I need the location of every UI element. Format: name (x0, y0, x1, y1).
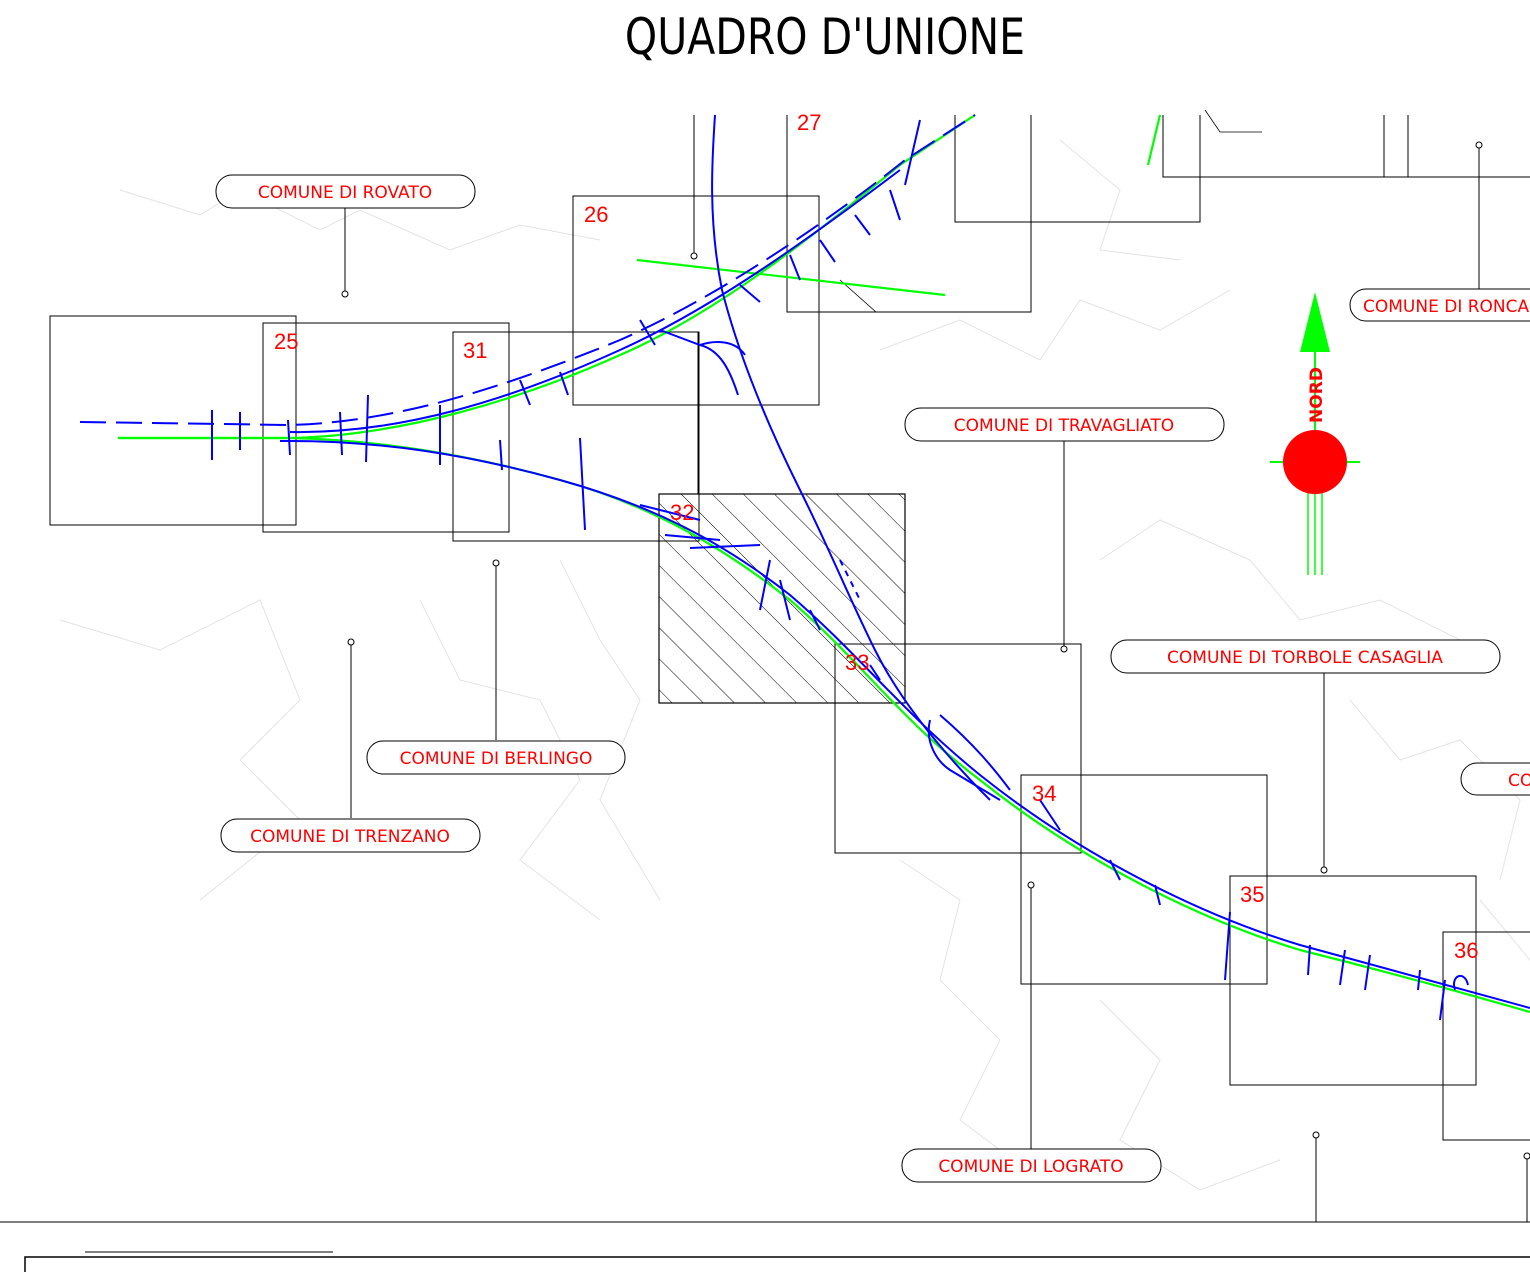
comune-label-rovato-text: COMUNE DI ROVATO (258, 183, 432, 203)
sheet-number-32: 32 (670, 500, 694, 525)
comune-label-travagliato-text: COMUNE DI TRAVAGLIATO (954, 416, 1174, 436)
comune-label-ronca[interactable]: COMUNE DI RONCA (1349, 288, 1530, 322)
municipal-boundaries (59, 139, 1530, 1191)
comune-label-rovato[interactable]: COMUNE DI ROVATO (215, 174, 476, 209)
comune-label-ronca-text: COMUNE DI RONCA (1363, 297, 1530, 317)
sheet-frame-27b[interactable] (954, 115, 1201, 223)
sheet-number-27: 27 (797, 110, 821, 135)
sheet-frame-31[interactable] (452, 331, 700, 542)
sheet-frame-25[interactable] (262, 322, 510, 533)
comune-label-torbole-casaglia[interactable]: COMUNE DI TORBOLE CASAGLIA (1110, 639, 1501, 674)
sheet-frame-28[interactable] (1162, 115, 1530, 178)
north-label: NORD (1307, 367, 1327, 423)
comune-label-trenzano[interactable]: COMUNE DI TRENZANO (220, 818, 481, 853)
annotation-leaders (839, 109, 1262, 313)
comune-label-lograto[interactable]: COMUNE DI LOGRATO (901, 1148, 1162, 1183)
sheet-frame-26[interactable] (572, 195, 820, 406)
sheet-frame-33[interactable] (834, 643, 1082, 854)
sheet-frame-27[interactable] (786, 115, 1032, 313)
track-network (79, 114, 1530, 1021)
sheet-number-26: 26 (584, 202, 608, 227)
sheet-number-35: 35 (1240, 882, 1264, 907)
sheet-frame-35[interactable] (1229, 875, 1477, 1086)
comune-label-travagliato[interactable]: COMUNE DI TRAVAGLIATO (904, 407, 1225, 442)
sheet-number-36: 36 (1454, 938, 1478, 963)
sheet-number-34: 34 (1032, 781, 1056, 806)
comune-label-lograto-text: COMUNE DI LOGRATO (938, 1157, 1123, 1177)
north-arrow: NORD (1270, 292, 1360, 575)
sheet-frame-25-west[interactable] (49, 315, 297, 526)
sheet-number-31: 31 (463, 338, 487, 363)
comune-label-trenzano-text: COMUNE DI TRENZANO (250, 827, 450, 847)
comune-label-berlingo[interactable]: COMUNE DI BERLINGO (366, 740, 626, 775)
sheet-number-33: 33 (845, 650, 869, 675)
map-title: QUADRO D'UNIONE (624, 8, 1026, 66)
comune-label-co-text: CO (1508, 771, 1530, 791)
sheet-frame-32-highlighted[interactable] (658, 493, 906, 704)
sheet-frame-34[interactable] (1020, 774, 1268, 985)
comune-label-partial-co[interactable]: CO (1460, 762, 1530, 796)
title-block-border (0, 1221, 1530, 1272)
sheet-number-25: 25 (274, 329, 298, 354)
label-leaders (341, 115, 1530, 1222)
sheet-frame-36[interactable] (1442, 931, 1530, 1141)
comune-label-torbole-casaglia-text: COMUNE DI TORBOLE CASAGLIA (1167, 648, 1443, 668)
comune-label-berlingo-text: COMUNE DI BERLINGO (400, 749, 593, 769)
sheet-frames (49, 115, 1530, 1141)
sheet-numbers: 25 26 27 31 32 33 34 35 36 (274, 110, 1478, 963)
comune-labels: COMUNE DI ROVATO COMUNE DI RONCA COMUNE … (215, 174, 1530, 1183)
